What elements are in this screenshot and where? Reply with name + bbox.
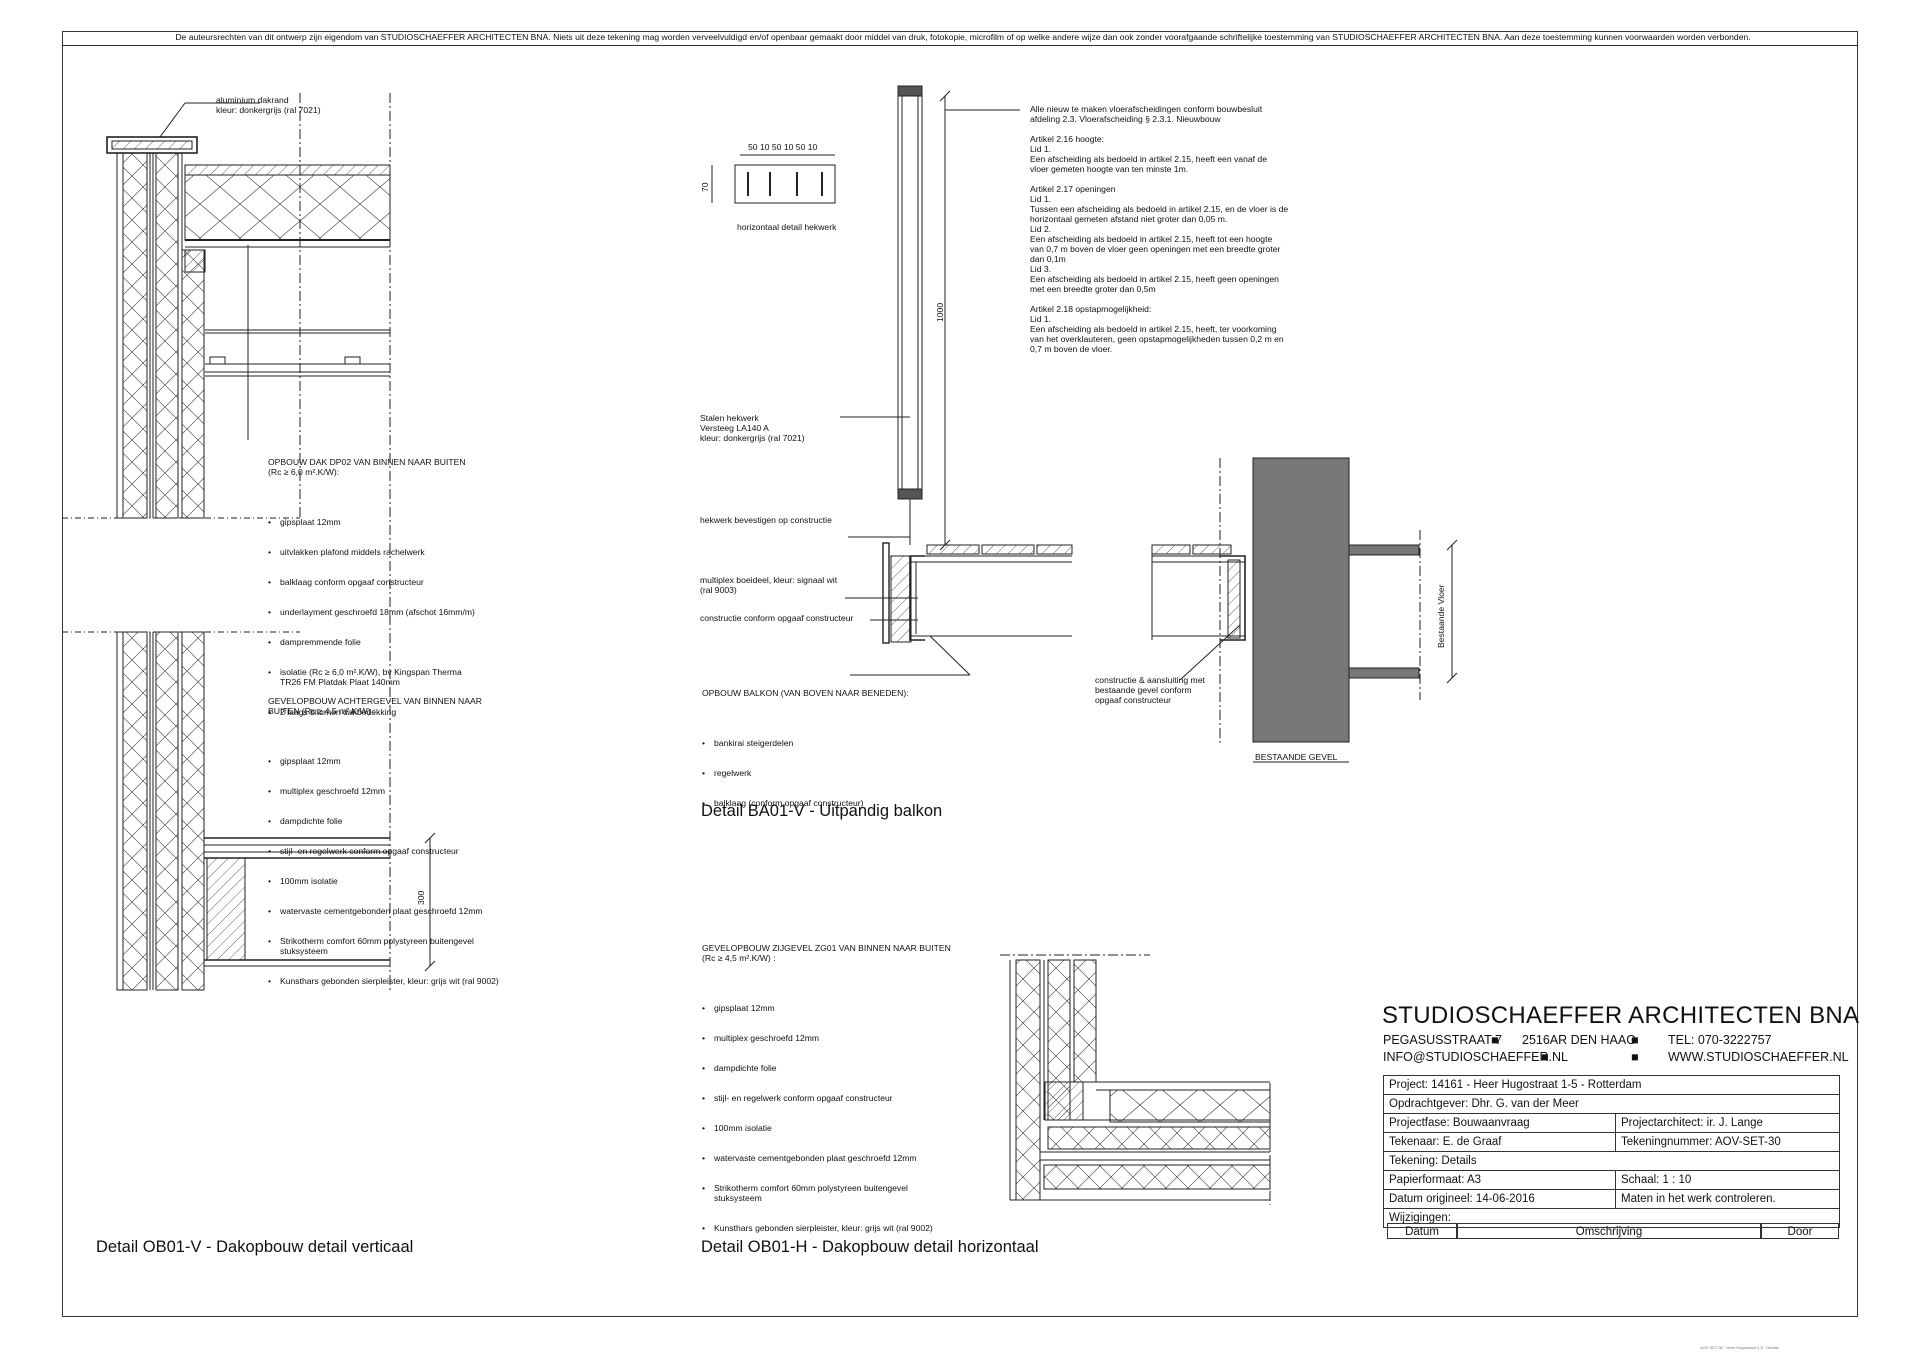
title-block-table: Project: 14161 - Heer Hugostraat 1-5 - R… <box>1383 1075 1840 1228</box>
drafter-field: Tekenaar: E. de Graaf <box>1384 1133 1616 1151</box>
title-block-row: Tekenaar: E. de Graaf Tekeningnummer: AOV… <box>1384 1133 1839 1152</box>
list-item: Kunsthars gebonden sierpleister, kleur: … <box>268 976 499 986</box>
list-item: gipsplaat 12mm <box>268 517 475 527</box>
list-item: stijl- en regelwerk conform opgaaf const… <box>702 1093 951 1103</box>
list-item: 100mm isolatie <box>268 876 499 886</box>
list-item: 100mm isolatie <box>702 1123 951 1133</box>
label-steel-railing: Stalen hekwerk Versteeg LA140 A kleur: d… <box>700 413 805 443</box>
list-item: 2 laags bitumen dakbedekking <box>268 707 475 717</box>
company-street: PEGASUSSTRAAT 7 <box>1383 1033 1503 1047</box>
changes-label: Wijzigingen: <box>1389 1212 1451 1224</box>
changes-table-header: Datum Omschrijving Door <box>1387 1223 1839 1239</box>
dimension-300: 300 <box>416 890 426 905</box>
architect-field: Projectarchitect: ir. J. Lange <box>1621 1117 1763 1129</box>
roof-buildup-list: gipsplaat 12mm uitvlakken plafond middel… <box>268 497 475 737</box>
dimension-spacing: 50 10 50 10 50 10 <box>748 142 818 152</box>
list-item: gipsplaat 12mm <box>702 1003 951 1013</box>
list-item: dampremmende folie <box>268 637 475 647</box>
column-header-date: Datum <box>1387 1223 1457 1239</box>
paper-size-field: Papierformaat: A3 <box>1384 1171 1616 1189</box>
label-railing-fixing: hekwerk bevestigen op constructie <box>700 515 832 525</box>
title-detail-ob01h: Detail OB01-H - Dakopbouw detail horizon… <box>701 1238 1039 1256</box>
roof-buildup-heading: OPBOUW DAK DP02 VAN BINNEN NAAR BUITEN (… <box>268 457 466 477</box>
building-regulation-text: Alle nieuw te maken vloerafscheidingen c… <box>1030 104 1289 354</box>
detail-ob01h-drawing <box>1000 954 1271 1205</box>
list-item: regelwerk <box>702 768 909 778</box>
separator-square: ■ <box>1631 1050 1639 1064</box>
list-item: Strikotherm comfort 60mm polystyreen bui… <box>702 1183 951 1203</box>
balcony-buildup-heading: OPBOUW BALKON (VAN BOVEN NAAR BENEDEN): <box>702 688 909 698</box>
company-website: WWW.STUDIOSCHAEFFER.NL <box>1668 1050 1849 1064</box>
plot-footer: AOV-SET-30 · Heer Hugostraat 1-5 · Detai… <box>1700 1345 1779 1350</box>
drawing-frame <box>62 31 1858 1317</box>
side-wall-buildup-heading: GEVELOPBOUW ZIJGEVEL ZG01 VAN BINNEN NAA… <box>702 943 951 963</box>
project-field: Project: 14161 - Heer Hugostraat 1-5 - R… <box>1389 1079 1642 1091</box>
list-item: balklaag conform opgaaf constructeur <box>268 577 475 587</box>
label-structure: constructie conform opgaaf constructeur <box>700 613 854 623</box>
roof-buildup-note: OPBOUW DAK DP02 VAN BINNEN NAAR BUITEN (… <box>268 437 475 747</box>
separator-square: ■ <box>1631 1033 1639 1047</box>
list-item: stijl- en regelwerk conform opgaaf const… <box>268 846 499 856</box>
list-item: uitvlakken plafond middels rachelwerk <box>268 547 475 557</box>
wall-buildup-note: GEVELOPBOUW ACHTERGEVEL VAN BINNEN NAAR … <box>268 676 499 1016</box>
company-name: STUDIOSCHAEFFER ARCHITECTEN BNA <box>1382 1002 1860 1029</box>
detail-ba01v-drawing <box>711 85 1458 763</box>
dimension-1000: 1000 <box>935 302 945 322</box>
scale-field: Schaal: 1 : 10 <box>1621 1174 1692 1186</box>
separator-square: ■ <box>1541 1050 1549 1064</box>
column-header-by: Door <box>1761 1223 1839 1239</box>
wall-buildup-list: gipsplaat 12mm multiplex geschroefd 12mm… <box>268 736 499 1006</box>
wall-buildup-heading: GEVELOPBOUW ACHTERGEVEL VAN BINNEN NAAR … <box>268 696 482 716</box>
site-check-note: Maten in het werk controleren. <box>1621 1193 1776 1205</box>
list-item: gipsplaat 12mm <box>268 756 499 766</box>
column-header-description: Omschrijving <box>1457 1223 1761 1239</box>
title-block-row: Tekening: Details <box>1384 1152 1839 1171</box>
label-fascia: multiplex boeideel, kleur: signaal wit (… <box>700 575 838 595</box>
title-block-row: Datum origineel: 14-06-2016 Maten in het … <box>1384 1190 1839 1209</box>
company-phone: TEL: 070-3222757 <box>1668 1033 1772 1047</box>
copyright-notice: De auteursrechten van dit ontwerp zijn e… <box>175 32 1751 42</box>
list-item: multiplex geschroefd 12mm <box>268 786 499 796</box>
drawing-number-field: Tekeningnummer: AOV-SET-30 <box>1621 1136 1781 1148</box>
copyright-divider <box>62 45 1858 46</box>
date-field: Datum origineel: 14-06-2016 <box>1384 1190 1616 1208</box>
list-item: isolatie (Rc ≥ 6,0 m².K/W), bv Kingspan … <box>268 667 475 687</box>
label-existing-floor: Bestaande Vloer <box>1436 584 1446 648</box>
caption-horizontal-detail-railing: horizontaal detail hekwerk <box>737 222 837 232</box>
phase-field: Projectfase: Bouwaanvraag <box>1384 1114 1616 1132</box>
title-detail-ob01v: Detail OB01-V - Dakopbouw detail vertica… <box>96 1238 414 1256</box>
label-aluminium-dakrand: aluminium dakrand kleur: donkergrijs (ra… <box>216 95 321 115</box>
list-item: balklaag (conform opgaaf constructeur) <box>702 798 909 808</box>
title-block-row: Opdrachtgever: Dhr. G. van der Meer <box>1384 1095 1839 1114</box>
list-item: Kunsthars gebonden sierpleister, kleur: … <box>702 1223 951 1233</box>
list-item: dampdichte folie <box>268 816 499 826</box>
company-city: 2516AR DEN HAAG <box>1522 1033 1636 1047</box>
list-item: multiplex geschroefd 12mm <box>702 1033 951 1043</box>
title-block-row: Papierformaat: A3 Schaal: 1 : 10 <box>1384 1171 1839 1190</box>
separator-square: ■ <box>1491 1033 1499 1047</box>
drawing-field: Tekening: Details <box>1389 1155 1477 1167</box>
list-item: bankirai steigerdelen <box>702 738 909 748</box>
balcony-buildup-list: bankirai steigerdelen regelwerk balklaag… <box>702 718 909 828</box>
detail-ob01v-drawing <box>62 93 436 991</box>
company-email: INFO@STUDIOSCHAEFFER.NL <box>1383 1050 1568 1064</box>
list-item: watervaste cementgebonden plaat geschroe… <box>268 906 499 916</box>
list-item: underlayment geschroefd 18mm (afschot 16… <box>268 607 475 617</box>
balcony-buildup-note: OPBOUW BALKON (VAN BOVEN NAAR BENEDEN): … <box>702 668 909 838</box>
title-block-row: Wijzigingen: <box>1384 1209 1839 1227</box>
list-item: watervaste cementgebonden plaat geschroe… <box>702 1153 951 1163</box>
list-item: Strikotherm comfort 60mm polystyreen bui… <box>268 936 499 956</box>
dimension-70: 70 <box>700 182 710 192</box>
list-item: dampdichte folie <box>702 1063 951 1073</box>
title-detail-ba01v: Detail BA01-V - Uitpandig balkon <box>701 802 943 820</box>
side-wall-buildup-list: gipsplaat 12mm multiplex geschroefd 12mm… <box>702 983 951 1253</box>
title-block-row: Project: 14161 - Heer Hugostraat 1-5 - R… <box>1384 1076 1839 1095</box>
label-existing-facade: BESTAANDE GEVEL <box>1255 752 1338 762</box>
title-block-row: Projectfase: Bouwaanvraag Projectarchitec… <box>1384 1114 1839 1133</box>
side-wall-buildup-note: GEVELOPBOUW ZIJGEVEL ZG01 VAN BINNEN NAA… <box>702 923 951 1263</box>
client-field: Opdrachtgever: Dhr. G. van der Meer <box>1389 1098 1579 1110</box>
label-connection-existing-facade: constructie & aansluiting met bestaande … <box>1095 675 1205 705</box>
